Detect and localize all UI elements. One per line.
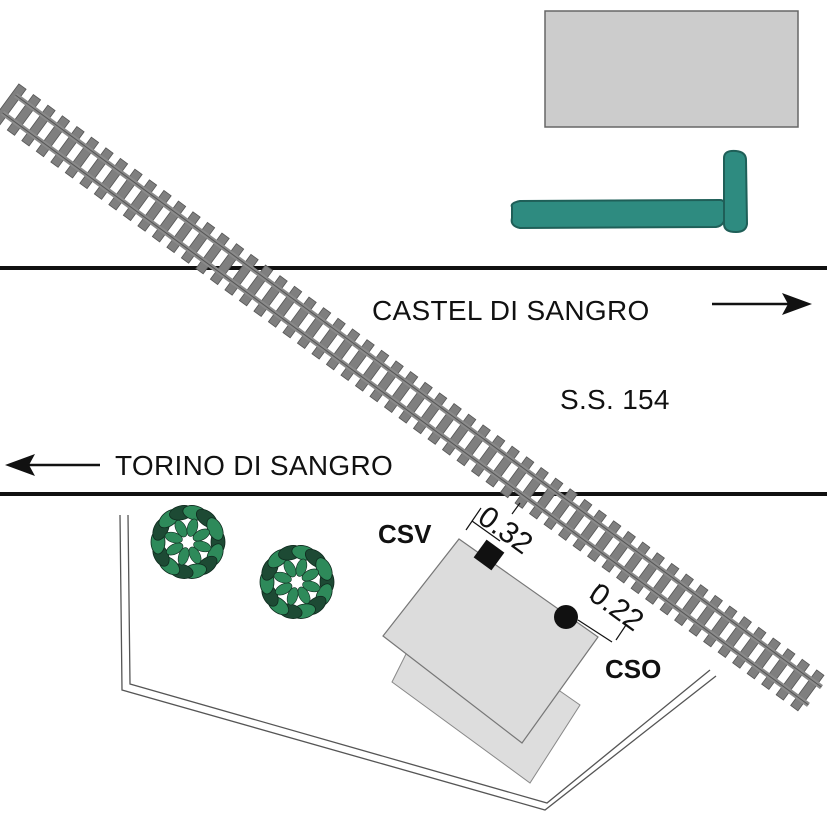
torino-di-sangro-label: TORINO DI SANGRO [115, 450, 393, 481]
tree-leaf [186, 518, 199, 537]
tree-leaf [174, 520, 188, 538]
station-cso-circle [554, 605, 578, 629]
dimension-cso [577, 583, 627, 643]
tree-leaf [301, 568, 319, 582]
building-main [382, 538, 599, 744]
property-boundary [119, 514, 717, 811]
tree-icon [150, 505, 226, 579]
station-cso-label: CSO [605, 654, 661, 684]
railway-track [0, 83, 825, 712]
tree-leaf [164, 531, 183, 544]
tree-leaf [302, 580, 321, 593]
teal-wall [510, 149, 749, 234]
castel-di-sangro-label: CASTEL DI SANGRO [372, 295, 650, 326]
building-top-right [544, 10, 799, 128]
tree-leaf [283, 560, 297, 578]
tree-icon [259, 545, 335, 619]
tree-leaf [273, 571, 292, 584]
tree-leaf [295, 558, 308, 577]
arrow-left-icon [5, 454, 100, 476]
tree-leaf [188, 546, 202, 564]
tree-leaf [177, 547, 190, 566]
road-number-label: S.S. 154 [560, 384, 670, 415]
tree-leaf [193, 540, 212, 553]
tree-leaf [192, 528, 210, 542]
tree-leaf [297, 586, 311, 604]
arrow-right-icon [712, 293, 812, 315]
tree-leaf [166, 542, 184, 556]
tree-leaf [275, 582, 293, 596]
tree-leaf [286, 587, 299, 606]
station-csv-square [473, 539, 505, 571]
station-csv-label: CSV [378, 519, 432, 549]
dimension-csv [465, 502, 521, 542]
